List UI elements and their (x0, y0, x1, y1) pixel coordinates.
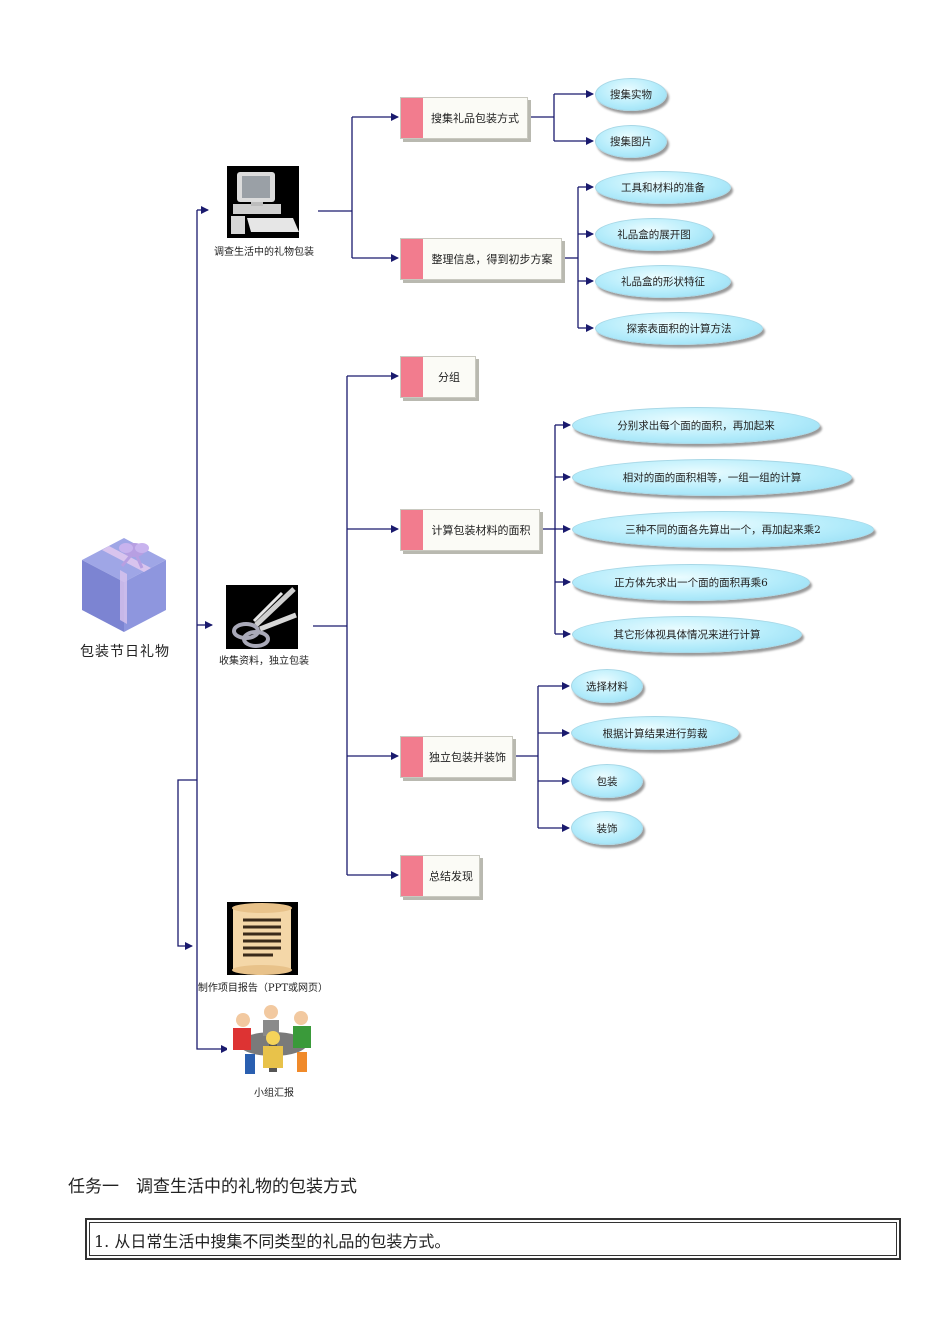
group-meeting-icon (227, 998, 319, 1080)
leaf-oval-8: 相对的面的面积相等，一组一组的计算 (572, 459, 852, 496)
leaf-oval-4: 礼品盒的展开图 (595, 218, 713, 251)
step-tab (401, 856, 423, 896)
leaf-oval-14: 包装 (571, 764, 643, 798)
step-box-3: 分组 (400, 356, 476, 398)
computer-icon (227, 166, 299, 238)
branch-caption-3: 制作项目报告（PPT或网页） (197, 983, 329, 994)
leaf-oval-7: 分别求出每个面的面积，再加起来 (572, 407, 820, 444)
leaf-oval-3: 工具和材料的准备 (595, 171, 731, 204)
branch-caption-1: 调查生活中的礼物包装 (214, 247, 314, 258)
step-box-5: 独立包装并装饰 (400, 736, 513, 778)
step-label-2: 整理信息，得到初步方案 (431, 253, 553, 266)
leaf-oval-1: 搜集实物 (595, 78, 667, 111)
step-label-6: 总结发现 (429, 870, 473, 883)
branch-caption-4: 小组汇报 (254, 1088, 294, 1099)
leaf-oval-10: 正方体先求出一个面的面积再乘6 (572, 564, 810, 601)
leaf-oval-6: 探索表面积的计算方法 (595, 312, 763, 345)
leaf-oval-2: 搜集图片 (595, 125, 667, 158)
step-tab (401, 357, 423, 397)
step-label-1: 搜集礼品包装方式 (431, 112, 519, 125)
step-box-1: 搜集礼品包装方式 (400, 97, 528, 139)
step-label-5: 独立包装并装饰 (429, 751, 506, 764)
scissors-icon (226, 585, 298, 649)
step-label-3: 分组 (438, 371, 460, 384)
leaf-oval-5: 礼品盒的形状特征 (595, 265, 731, 298)
leaf-oval-9: 三种不同的面各先算出一个，再加起来乘2 (572, 511, 874, 548)
root-label: 包装节日礼物 (80, 644, 170, 660)
step-box-6: 总结发现 (400, 855, 480, 897)
connector-branch-3 (177, 779, 197, 950)
scroll-icon (227, 902, 298, 975)
step-tab (401, 239, 423, 279)
branch-caption-2: 收集资料，独立包装 (219, 656, 309, 667)
leaf-oval-11: 其它形体视具体情况来进行计算 (572, 616, 802, 653)
leaf-oval-12: 选择材料 (571, 669, 643, 703)
step-tab (401, 98, 423, 138)
task-title: 任务一 调查生活中的礼物的包装方式 (68, 1177, 357, 1197)
task-box: 1. 从日常生活中搜集不同类型的礼品的包装方式。 (85, 1218, 901, 1260)
leaf-oval-13: 根据计算结果进行剪裁 (571, 716, 739, 750)
step-label-4: 计算包装材料的面积 (431, 524, 531, 537)
step-box-4: 计算包装材料的面积 (400, 509, 540, 551)
step-tab (401, 510, 423, 550)
step-box-2: 整理信息，得到初步方案 (400, 238, 562, 280)
gift-box-icon (76, 520, 172, 640)
task-item: 1. 从日常生活中搜集不同类型的礼品的包装方式。 (89, 1222, 897, 1256)
step-tab (401, 737, 423, 777)
connector-branch-4 (196, 780, 229, 1053)
leaf-oval-15: 装饰 (571, 811, 643, 845)
